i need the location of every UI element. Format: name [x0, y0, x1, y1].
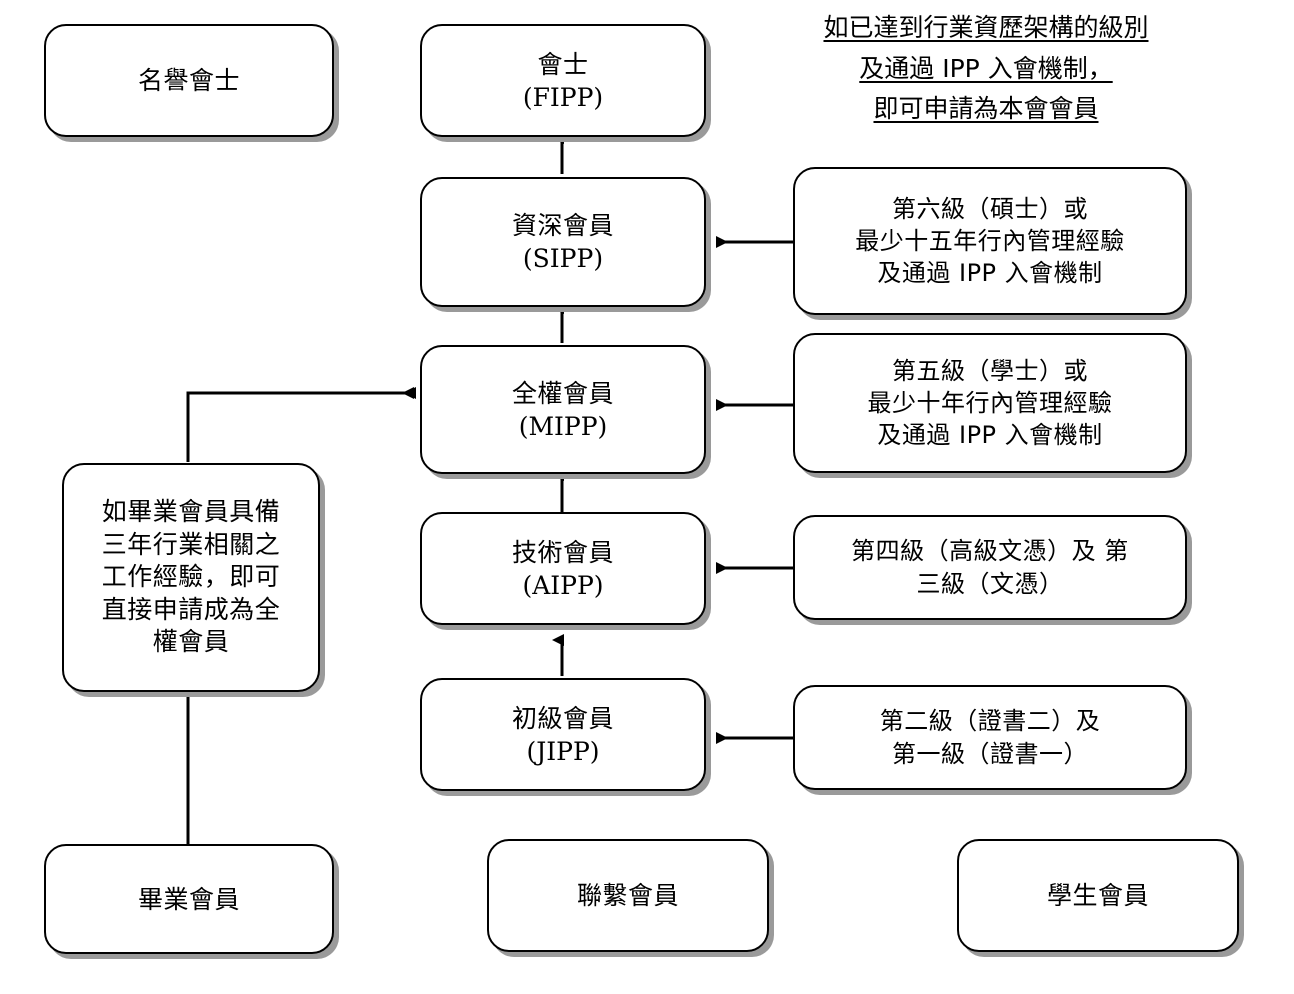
node-technical-member-code: (AIPP) — [522, 570, 604, 600]
header-note-line-3: 即可申請為本會會員 — [873, 94, 1099, 123]
node-req-level21-line-1: 第二級（證書二）及 — [879, 707, 1101, 736]
node-graduate-note-line-3: 工作經驗，即可 — [101, 562, 281, 592]
node-fellow[interactable]: 會士 (FIPP) — [420, 24, 706, 137]
node-honorary-fellow-label: 名譽會士 — [137, 66, 240, 95]
node-full-member-code: (MIPP) — [518, 411, 608, 441]
node-req-level6-line-3: 及通過 IPP 入會機制 — [877, 259, 1103, 288]
node-graduate-note-line-4: 直接申請成為全 — [101, 594, 281, 624]
node-graduate-note[interactable]: 如畢業會員具備 三年行業相關之 工作經驗，即可 直接申請成為全 權會員 — [62, 463, 320, 692]
node-graduate-member[interactable]: 畢業會員 — [44, 844, 334, 954]
node-junior-member-code: (JIPP) — [526, 736, 600, 766]
node-senior-member[interactable]: 資深會員 (SIPP) — [420, 177, 706, 307]
node-technical-member-label: 技術會員 — [511, 537, 614, 567]
node-req-level6-line-2: 最少十五年行內管理經驗 — [855, 226, 1125, 255]
header-note-line-1: 如已達到行業資歷架構的級別 — [823, 13, 1149, 42]
node-req-level6-line-1: 第六級（碩士）或 — [892, 194, 1088, 223]
header-note: 如已達到行業資歷架構的級別 及通過 IPP 入會機制， 即可申請為本會會員 — [786, 8, 1186, 130]
node-junior-member[interactable]: 初級會員 (JIPP) — [420, 678, 706, 791]
node-junior-member-label: 初級會員 — [511, 703, 614, 733]
node-req-level5-line-2: 最少十年行內管理經驗 — [867, 388, 1113, 417]
node-student-member-label: 學生會員 — [1046, 881, 1149, 910]
node-senior-member-code: (SIPP) — [522, 244, 604, 273]
node-senior-member-label: 資深會員 — [511, 211, 614, 240]
node-req-level21[interactable]: 第二級（證書二）及 第一級（證書一） — [793, 685, 1187, 790]
node-full-member-label: 全權會員 — [511, 378, 614, 408]
node-honorary-fellow[interactable]: 名譽會士 — [44, 24, 334, 137]
node-req-level5[interactable]: 第五級（學士）或 最少十年行內管理經驗 及通過 IPP 入會機制 — [793, 333, 1187, 473]
node-graduate-member-label: 畢業會員 — [137, 884, 240, 914]
node-req-level6[interactable]: 第六級（碩士）或 最少十五年行內管理經驗 及通過 IPP 入會機制 — [793, 167, 1187, 315]
node-req-level43[interactable]: 第四級（高級文憑）及 第 三級（文憑） — [793, 515, 1187, 620]
node-affiliate-member-label: 聯繫會員 — [576, 881, 679, 910]
node-affiliate-member[interactable]: 聯繫會員 — [487, 839, 769, 952]
node-fellow-code: (FIPP) — [522, 82, 604, 112]
node-technical-member[interactable]: 技術會員 (AIPP) — [420, 512, 706, 625]
node-req-level43-line-1: 第四級（高級文憑）及 第 — [851, 537, 1129, 566]
node-fellow-label: 會士 — [537, 49, 589, 79]
node-student-member[interactable]: 學生會員 — [957, 839, 1239, 952]
arrow-note-to-full-head — [404, 387, 416, 399]
node-full-member[interactable]: 全權會員 (MIPP) — [420, 345, 706, 474]
node-req-level21-line-2: 第一級（證書一） — [892, 739, 1088, 768]
node-graduate-note-line-1: 如畢業會員具備 — [101, 497, 281, 527]
header-note-line-2: 及通過 IPP 入會機制， — [859, 53, 1113, 83]
arrow-note-to-full — [186, 387, 414, 462]
node-req-level5-line-3: 及通過 IPP 入會機制 — [877, 421, 1103, 450]
node-graduate-note-line-5: 權會員 — [152, 627, 230, 657]
node-req-level5-line-1: 第五級（學士）或 — [892, 356, 1088, 385]
node-graduate-note-line-2: 三年行業相關之 — [101, 529, 281, 559]
node-req-level43-line-2: 三級（文憑） — [916, 569, 1064, 598]
